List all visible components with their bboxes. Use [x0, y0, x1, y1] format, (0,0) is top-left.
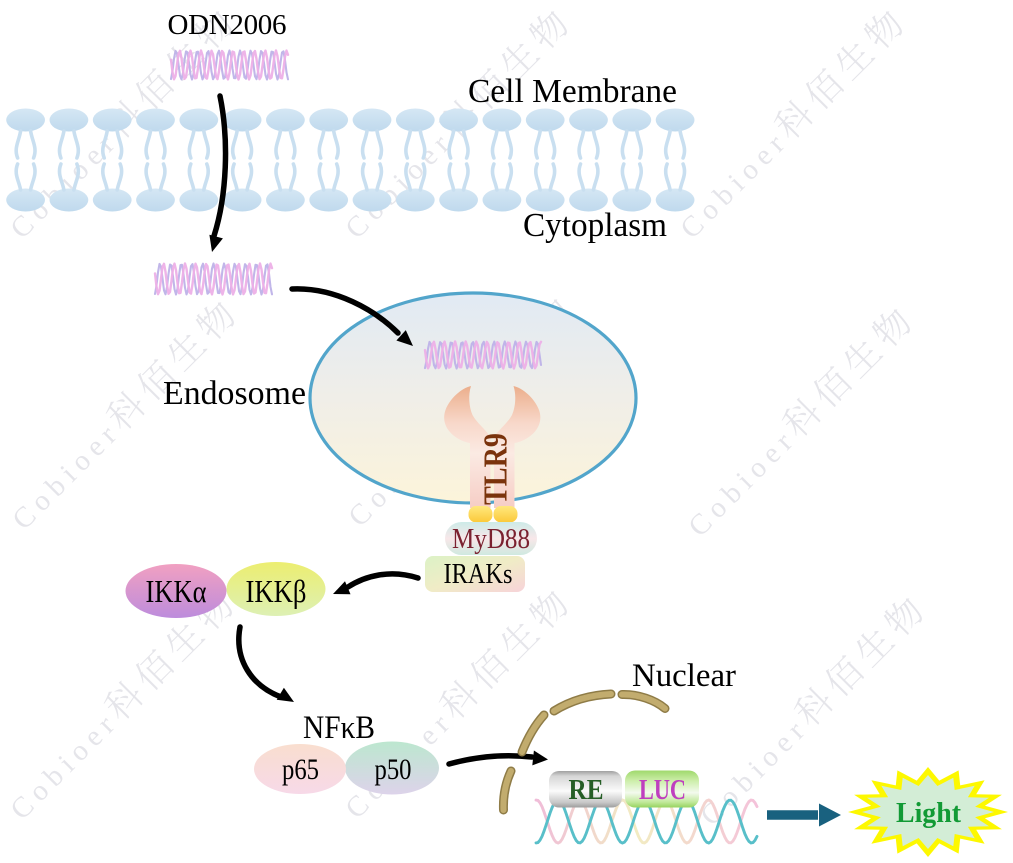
svg-text:LUC: LUC [639, 775, 686, 806]
svg-text:NFκB: NFκB [303, 710, 375, 746]
svg-text:MyD88: MyD88 [452, 524, 530, 555]
svg-text:Cytoplasm: Cytoplasm [523, 207, 667, 244]
svg-text:Cobioer: Cobioer [674, 124, 795, 245]
svg-text:Cobioer: Cobioer [682, 422, 803, 543]
svg-text:RE: RE [569, 775, 604, 806]
svg-text:ODN2006: ODN2006 [168, 9, 287, 41]
svg-text:Cobioer: Cobioer [6, 415, 127, 536]
svg-text:IKKβ: IKKβ [246, 573, 307, 609]
svg-text:IRAKs: IRAKs [444, 559, 513, 590]
svg-text:p50: p50 [375, 753, 412, 786]
svg-text:Cobioer: Cobioer [339, 124, 460, 245]
svg-text:Nuclear: Nuclear [632, 658, 736, 694]
svg-text:Cell Membrane: Cell Membrane [468, 73, 677, 110]
svg-text:TLR9: TLR9 [478, 433, 515, 505]
svg-text:Endosome: Endosome [163, 375, 306, 412]
svg-text:Cobioer: Cobioer [4, 705, 125, 826]
svg-text:Light: Light [896, 798, 962, 829]
svg-text:IKKα: IKKα [146, 573, 207, 609]
svg-text:p65: p65 [282, 753, 319, 786]
